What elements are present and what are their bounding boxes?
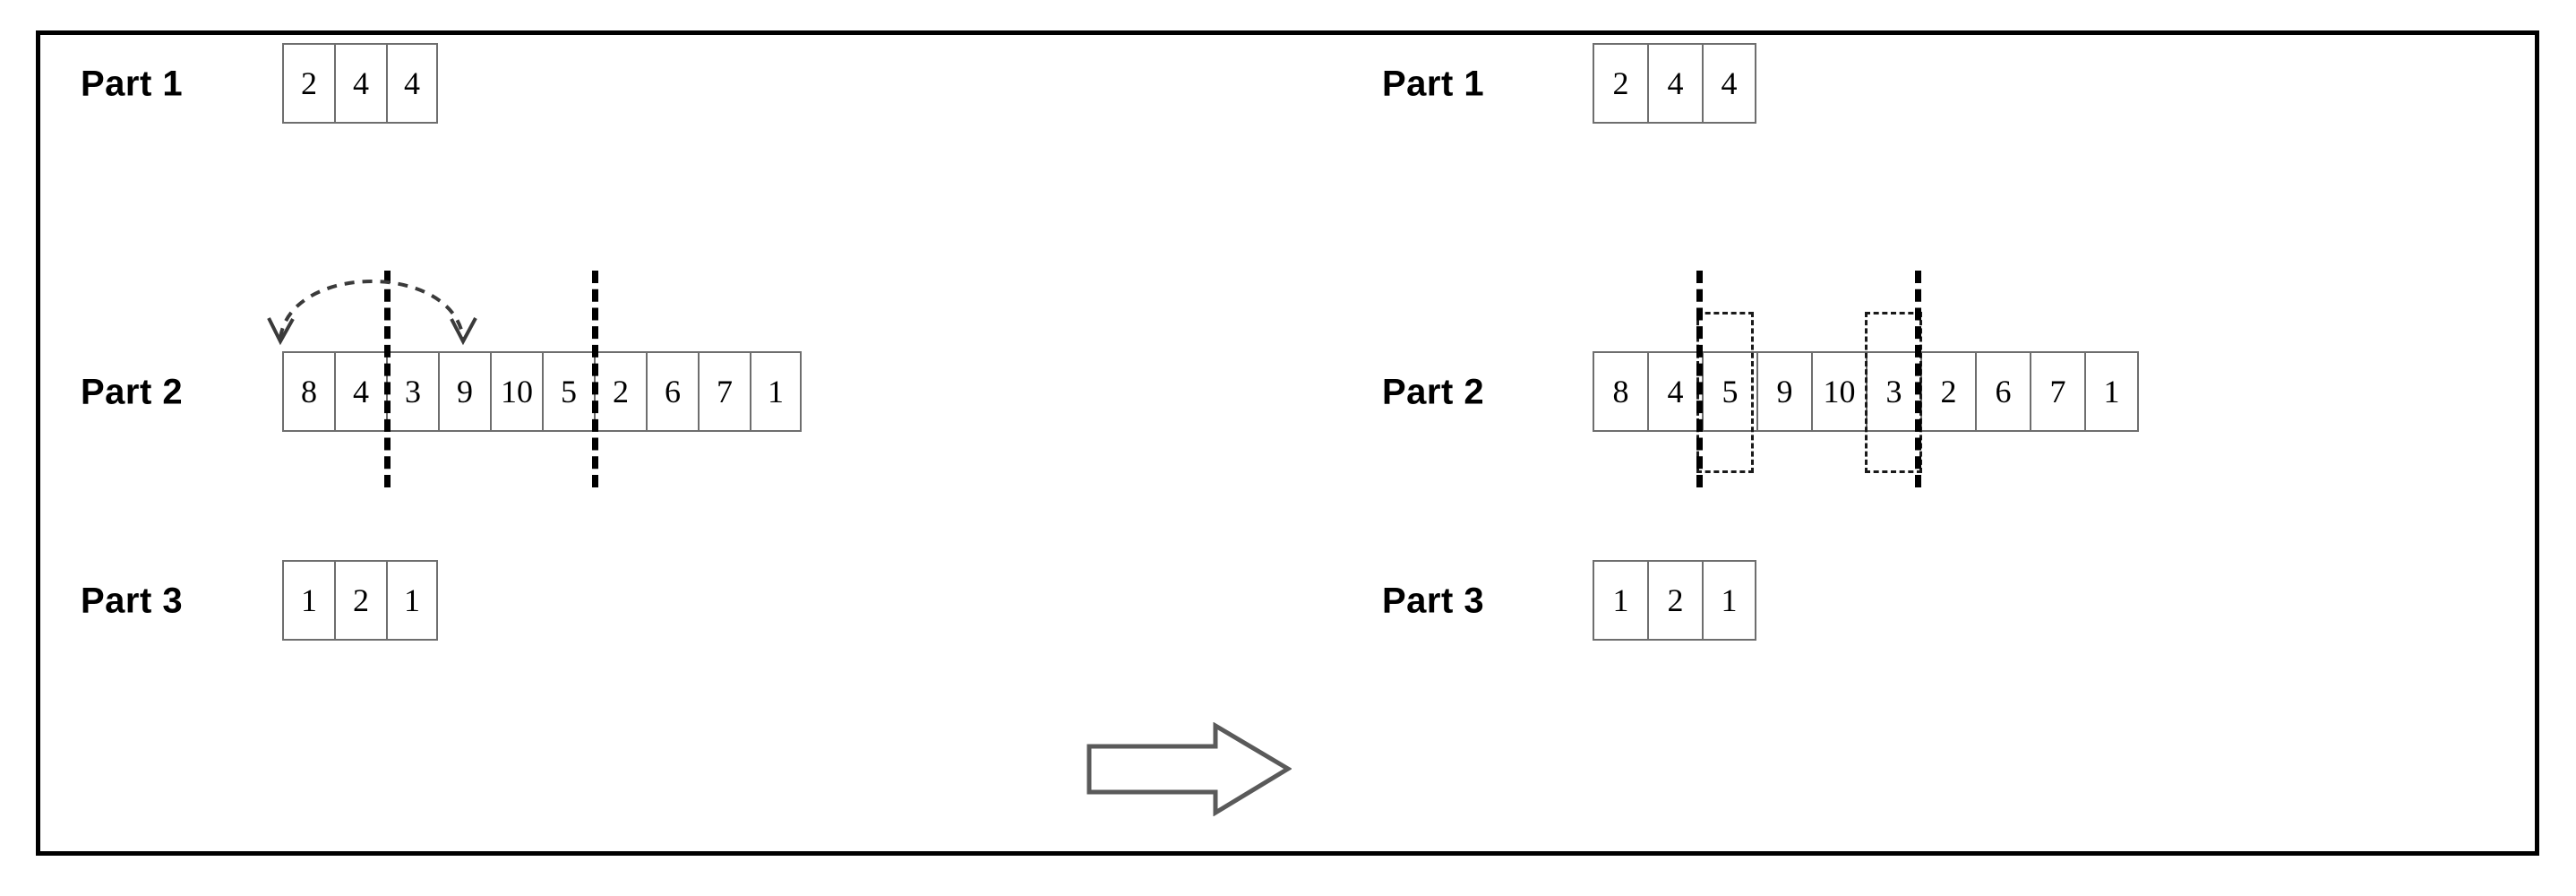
array-cell: 4 (386, 43, 438, 124)
array-cell: 10 (1811, 351, 1866, 432)
array-cell: 1 (386, 560, 438, 641)
row-part3-before: Part 3 1 2 1 (81, 560, 618, 642)
array-cell: 2 (1593, 43, 1647, 124)
row-part1-after: Part 1 2 4 4 (1382, 43, 1919, 125)
array-cell: 2 (1647, 560, 1702, 641)
array-cell: 4 (1702, 43, 1756, 124)
array-part3-before: 1 2 1 (282, 560, 438, 641)
array-cell: 10 (490, 351, 542, 432)
array-cell: 5 (1702, 351, 1756, 432)
pivot-marker-left-before (384, 271, 397, 487)
row-label-part1-before: Part 1 (81, 64, 184, 104)
array-cell: 7 (2030, 351, 2084, 432)
row-label-part3-before: Part 3 (81, 581, 184, 621)
pivot-marker-left-after (1696, 271, 1709, 487)
array-cell: 9 (1756, 351, 1811, 432)
array-part2-before: 8 4 3 9 10 5 2 6 7 1 (282, 351, 802, 432)
array-cell: 4 (1647, 43, 1702, 124)
array-part2-after: 8 4 5 9 10 3 2 6 7 1 (1593, 351, 2139, 432)
row-label-part1-after: Part 1 (1382, 64, 1485, 104)
array-cell: 6 (1975, 351, 2030, 432)
swap-arrow-before (267, 280, 477, 346)
array-cell: 1 (2084, 351, 2139, 432)
array-cell: 1 (1702, 560, 1756, 641)
transition-right-arrow-icon (1086, 722, 1292, 816)
array-cell: 4 (1647, 351, 1702, 432)
array-cell: 3 (1866, 351, 1920, 432)
array-part1-after: 2 4 4 (1593, 43, 1756, 124)
array-cell: 2 (282, 43, 334, 124)
pivot-marker-right-after (1915, 271, 1928, 487)
array-cell: 1 (282, 560, 334, 641)
row-part1-before: Part 1 2 4 4 (81, 43, 618, 125)
array-cell: 2 (334, 560, 386, 641)
array-cell: 8 (282, 351, 334, 432)
array-cell: 4 (334, 351, 386, 432)
row-part2-before: Part 2 8 4 3 9 10 5 2 6 7 1 (81, 351, 1200, 434)
figure-border (36, 30, 2539, 856)
row-part3-after: Part 3 1 2 1 (1382, 560, 1919, 642)
array-cell: 1 (1593, 560, 1647, 641)
array-cell: 9 (438, 351, 490, 432)
array-cell: 1 (750, 351, 802, 432)
array-part3-after: 1 2 1 (1593, 560, 1756, 641)
array-cell: 7 (698, 351, 750, 432)
array-cell: 5 (542, 351, 594, 432)
row-part2-after: Part 2 8 4 5 9 10 3 2 6 7 1 (1382, 351, 2529, 434)
pivot-marker-right-before (592, 271, 605, 487)
row-label-part2-after: Part 2 (1382, 372, 1485, 412)
array-cell: 8 (1593, 351, 1647, 432)
row-label-part3-after: Part 3 (1382, 581, 1485, 621)
array-cell: 3 (386, 351, 438, 432)
array-part1-before: 2 4 4 (282, 43, 438, 124)
array-cell: 6 (646, 351, 698, 432)
panel-before: Part 1 2 4 4 Part 2 8 4 3 9 10 5 2 6 7 1 (81, 43, 1200, 642)
panel-after: Part 1 2 4 4 Part 2 8 4 5 9 10 3 2 6 7 1 (1288, 0, 2576, 896)
array-cell: 2 (1920, 351, 1975, 432)
array-cell: 4 (334, 43, 386, 124)
row-label-part2-before: Part 2 (81, 372, 184, 412)
